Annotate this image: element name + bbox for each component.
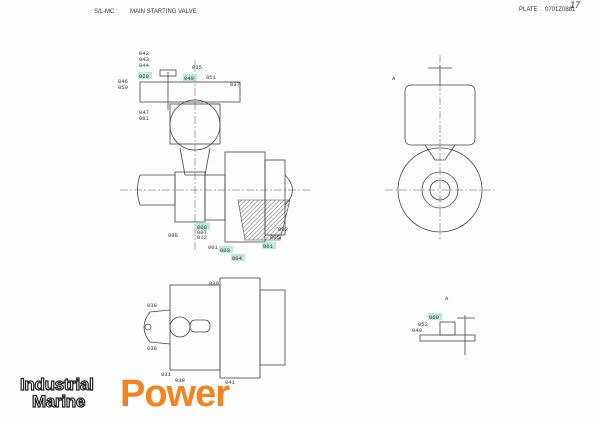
labels-right: 060 052 049	[412, 313, 442, 334]
part-label: 098	[168, 232, 178, 239]
part-label: 001	[208, 244, 219, 251]
drawing-title: MAIN STARTING VALVE	[130, 9, 197, 15]
part-label: 012	[197, 234, 207, 241]
handwritten-mark: 17	[570, 0, 581, 10]
drawing-code: S/L-MC	[94, 9, 115, 15]
detail-a: A	[419, 295, 476, 355]
part-label: 038	[147, 302, 157, 309]
part-label: 047	[139, 109, 149, 116]
top-view	[120, 60, 310, 250]
section-marker: A	[392, 75, 396, 82]
bottom-view	[143, 277, 286, 379]
logo-line2: Marine	[31, 392, 85, 411]
part-label-highlighted: 003	[220, 247, 230, 254]
part-label: 038	[147, 345, 157, 352]
logo-brand: Power	[120, 373, 230, 415]
part-label: 043	[139, 56, 149, 63]
side-view: A	[385, 55, 495, 240]
labels-top: 042 043 044 035 020 040 051 037 046 059 …	[118, 50, 240, 122]
part-label: 049	[412, 327, 422, 334]
part-label: 051	[206, 74, 217, 81]
part-label: 031	[161, 371, 172, 378]
section-marker-a: A	[445, 295, 449, 302]
part-label: 005	[270, 234, 280, 241]
part-label-highlighted: 060	[429, 314, 439, 321]
part-label: 035	[192, 64, 202, 71]
part-label-highlighted: 009	[197, 224, 207, 231]
part-label: 044	[139, 62, 150, 69]
part-label-highlighted: 061	[263, 243, 274, 250]
part-label: 041	[225, 379, 236, 386]
part-label: 046	[118, 78, 128, 85]
part-label: 081	[139, 115, 150, 122]
part-label: 039	[209, 280, 219, 287]
logo-line1: Industrial	[19, 375, 94, 394]
part-label: 059	[118, 84, 128, 91]
part-label-highlighted: 020	[139, 73, 149, 80]
part-label-highlighted: 040	[184, 75, 194, 82]
part-label: 030	[175, 377, 185, 384]
labels-bottom: 039 038 038 031 030 041	[147, 280, 236, 386]
plate-number: 0701Z0881	[545, 7, 576, 13]
part-label: 042	[139, 50, 149, 57]
part-label: 037	[230, 81, 240, 88]
part-label: 052	[418, 321, 428, 328]
brand-logo: Industrial Marine Power	[19, 373, 230, 416]
part-label: 002	[278, 226, 288, 233]
labels-middle: 009 007 012 098 002 005 001 003 004 061	[168, 223, 288, 262]
part-label-highlighted: 004	[232, 255, 243, 262]
plate-label: PLATE	[519, 7, 538, 13]
part-label: 007	[197, 229, 207, 236]
